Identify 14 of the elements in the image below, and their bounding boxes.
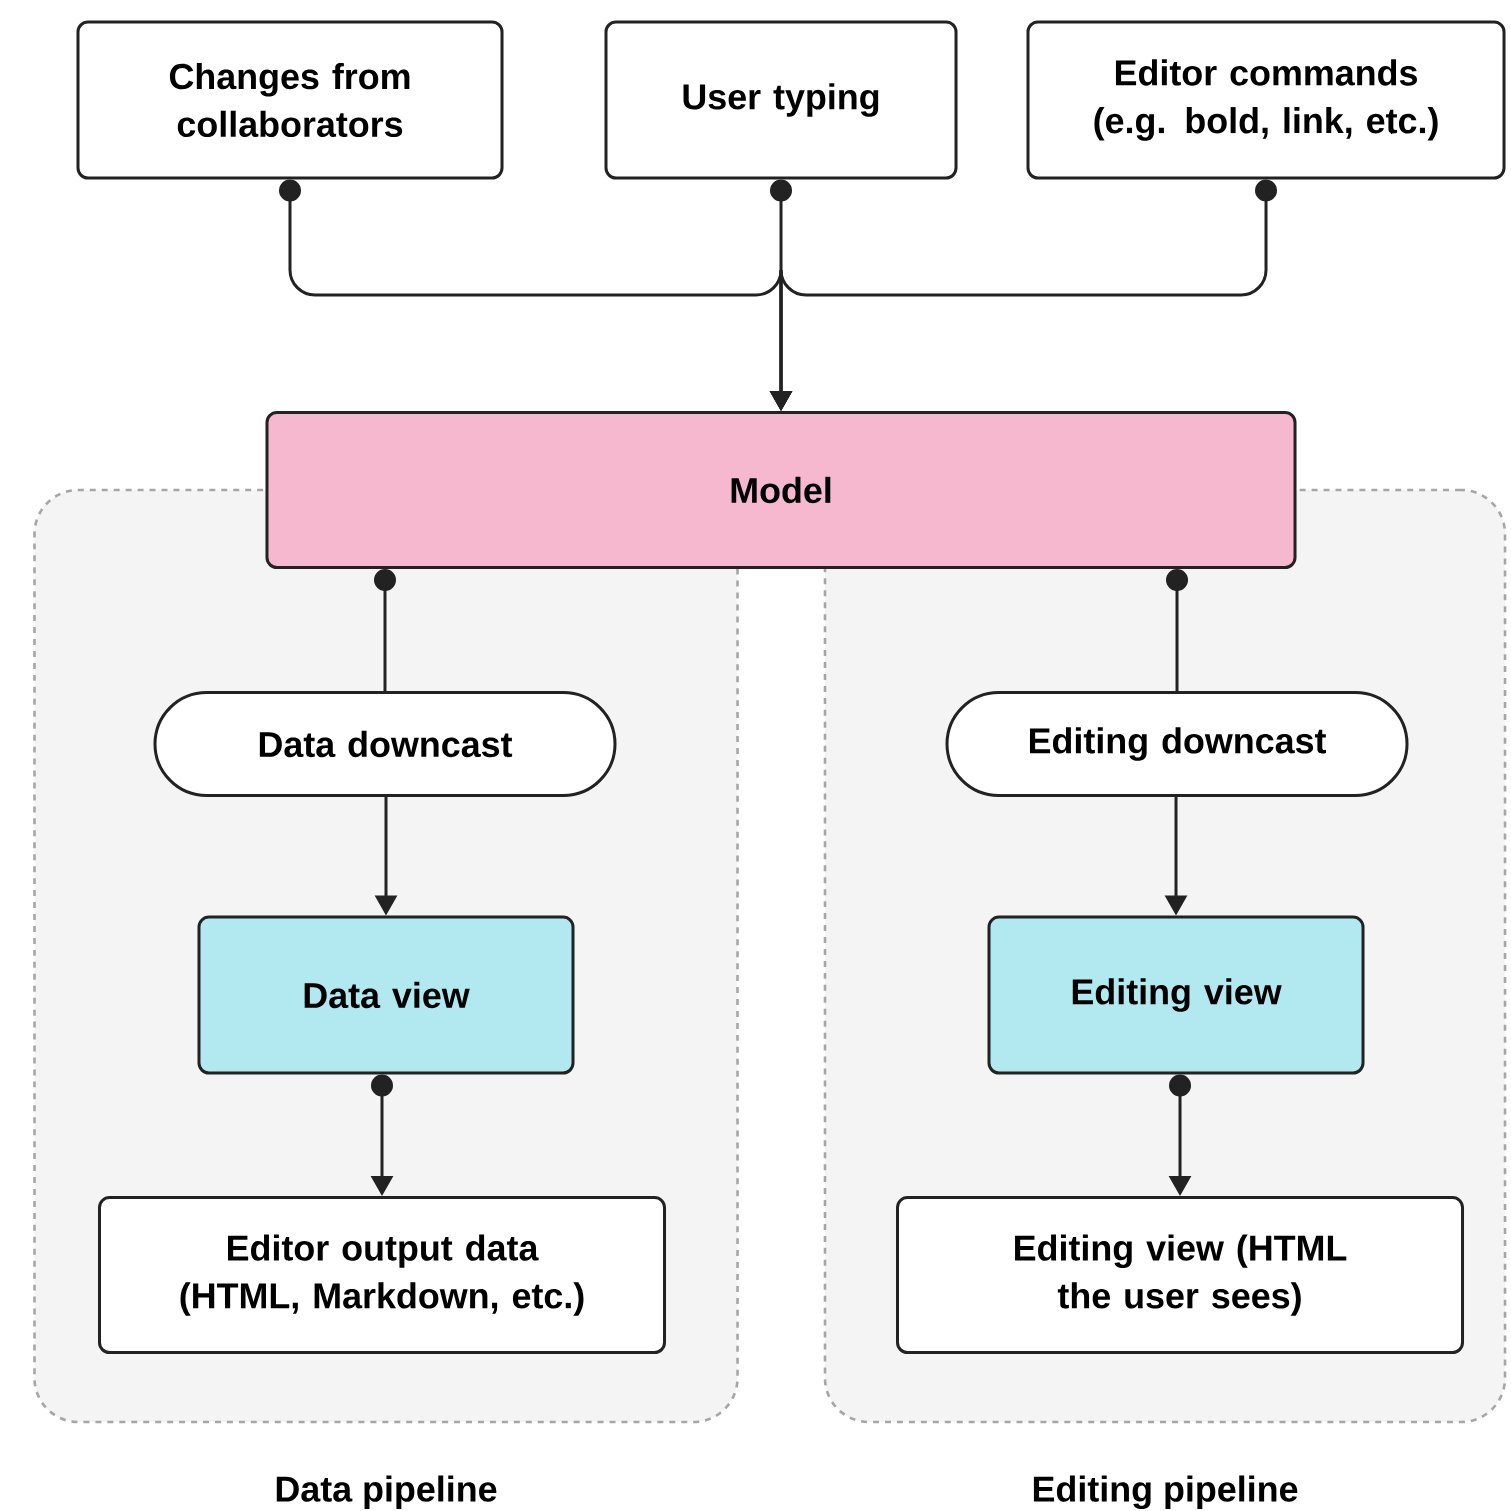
arrow: [374, 569, 396, 691]
panel-title: Editing pipeline: [1033, 1475, 1298, 1510]
process-box: Editing view (HTML the user sees): [896, 1196, 1464, 1354]
arrow: [1166, 569, 1188, 691]
process-box: User typing: [604, 20, 958, 180]
process-box: Editing view: [987, 915, 1365, 1075]
process-box: Changes from collaborators: [76, 20, 504, 180]
process-box: Model: [265, 411, 1297, 569]
rounded-step: Data downcast: [153, 691, 617, 797]
process-box: Editor commands (e.g. bold, link, etc.): [1026, 20, 1506, 180]
rounded-step: Editing downcast: [945, 691, 1409, 797]
panel-title: Data pipeline: [276, 1475, 497, 1509]
process-box: Data view: [197, 915, 575, 1075]
process-box: Editor output data (HTML, Markdown, etc.): [98, 1196, 666, 1354]
